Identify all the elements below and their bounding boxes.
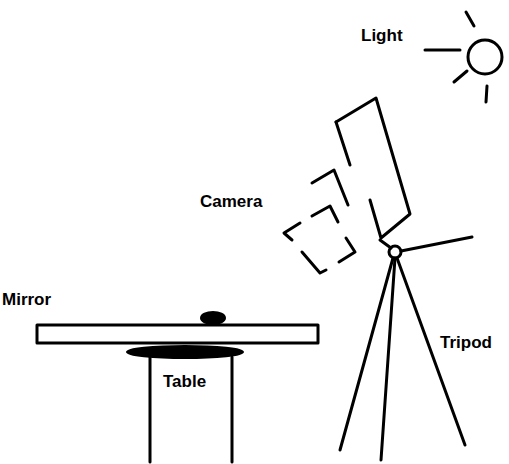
table-top bbox=[127, 346, 243, 358]
camera-lens bbox=[284, 206, 355, 273]
tripod-label: Tripod bbox=[440, 333, 492, 353]
light-ray bbox=[466, 12, 474, 26]
light-leader bbox=[425, 49, 460, 52]
light-label: Light bbox=[361, 26, 403, 46]
mirror-plate bbox=[37, 325, 318, 343]
tripod-leg bbox=[381, 258, 395, 460]
camera-label: Camera bbox=[200, 192, 262, 212]
table-leg bbox=[149, 357, 152, 462]
table-label: Table bbox=[163, 372, 206, 392]
camera-body bbox=[312, 122, 350, 205]
table-leg bbox=[231, 357, 234, 462]
test-object bbox=[201, 312, 225, 324]
tripod-handle bbox=[401, 237, 472, 251]
light-bulb bbox=[468, 40, 502, 74]
camera-body bbox=[336, 98, 410, 238]
tripod-mount bbox=[380, 240, 391, 248]
light-ray bbox=[454, 71, 467, 82]
mirror-label: Mirror bbox=[2, 290, 51, 310]
light-ray bbox=[486, 86, 487, 102]
